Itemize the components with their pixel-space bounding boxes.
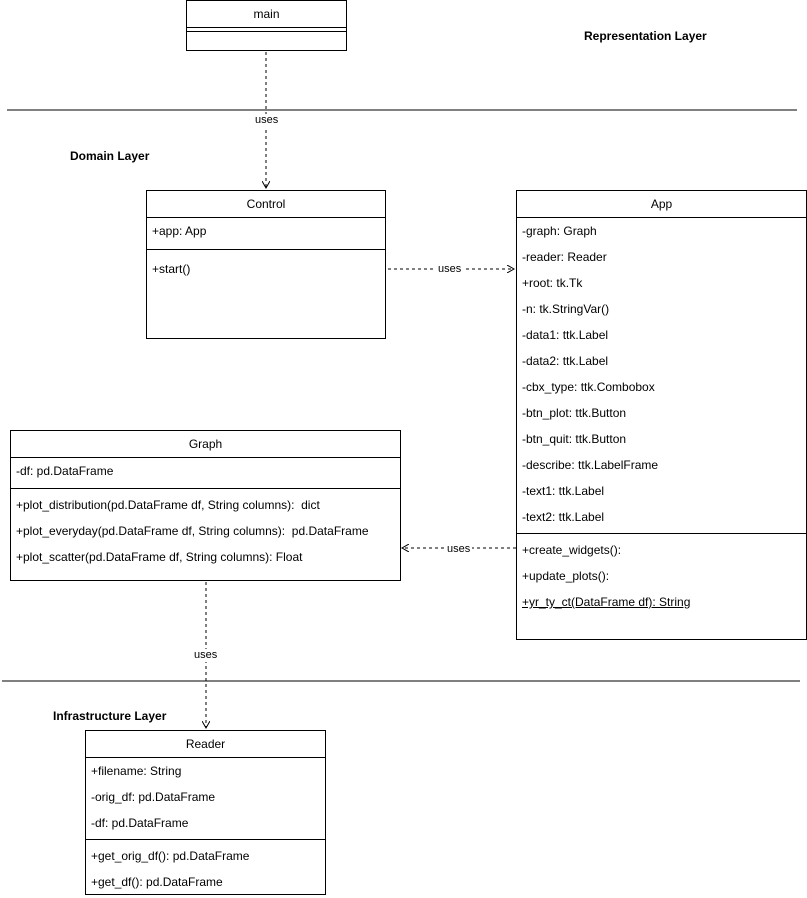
class-control-methods: +start() [147,250,385,282]
class-graph-method: +plot_scatter(pd.DataFrame df, String co… [16,550,303,564]
class-graph-attributes: -df: pd.DataFrame [11,458,400,489]
class-control-attribute: +app: App [152,224,207,238]
edge-label-graph-reader: uses [192,649,220,662]
class-app-method-static: +yr_ty_ct(DataFrame df): String [522,595,691,609]
class-reader-methods: +get_orig_df(): pd.DataFrame +get_df(): … [86,840,325,895]
class-app-attribute: -text2: ttk.Label [522,510,605,524]
class-reader-attribute: -orig_df: pd.DataFrame [91,790,216,804]
infrastructure-layer-label: Infrastructure Layer [53,709,167,723]
class-app-attribute: +root: tk.Tk [522,276,583,290]
class-main-title: main [187,1,346,28]
class-app-attribute: -cbx_type: ttk.Combobox [522,380,655,394]
class-app-attribute: -n: tk.StringVar() [522,302,610,316]
class-reader-method: +get_df(): pd.DataFrame [91,875,223,889]
class-app-attribute: -data2: ttk.Label [522,354,609,368]
class-app-attribute: -reader: Reader [522,250,607,264]
edge-label-app-graph: uses [445,543,473,556]
class-app-attribute: -btn_plot: ttk.Button [522,406,627,420]
class-app-title: App [517,191,806,218]
class-control[interactable]: Control +app: App +start() [146,190,386,339]
class-app-method: +update_plots(): [522,569,610,583]
class-main[interactable]: main [186,0,347,51]
class-graph-methods: +plot_distribution(pd.DataFrame df, Stri… [11,489,400,570]
class-app-attribute: -describe: ttk.LabelFrame [522,458,659,472]
class-reader[interactable]: Reader +filename: String -orig_df: pd.Da… [85,730,326,895]
class-app-attribute: -data1: ttk.Label [522,328,609,342]
edge-label-control-app: uses [436,263,464,276]
edge-label-main-control: uses [253,114,281,127]
class-app-attribute: -btn_quit: ttk.Button [522,432,627,446]
class-app[interactable]: App -graph: Graph -reader: Reader +root:… [516,190,807,640]
class-control-title: Control [147,191,385,218]
class-app-attribute: -graph: Graph [522,224,597,238]
class-graph-method: +plot_everyday(pd.DataFrame df, String c… [16,524,369,538]
class-graph-title: Graph [11,431,400,458]
class-graph[interactable]: Graph -df: pd.DataFrame +plot_distributi… [10,430,401,581]
class-app-methods: +create_widgets(): +update_plots(): +yr_… [517,534,806,615]
class-control-attributes: +app: App [147,218,385,250]
class-app-attribute: -text1: ttk.Label [522,484,605,498]
class-main-separator [187,28,346,32]
class-app-method: +create_widgets(): [522,543,622,557]
class-graph-attribute: -df: pd.DataFrame [16,464,114,478]
class-control-method: +start() [152,262,191,276]
class-reader-title: Reader [86,731,325,758]
domain-layer-label: Domain Layer [70,149,150,163]
class-reader-attribute: -df: pd.DataFrame [91,816,189,830]
class-graph-method: +plot_distribution(pd.DataFrame df, Stri… [16,498,320,512]
representation-layer-label: Representation Layer [584,29,707,43]
class-reader-attributes: +filename: String -orig_df: pd.DataFrame… [86,758,325,840]
class-reader-attribute: +filename: String [91,764,182,778]
class-app-attributes: -graph: Graph -reader: Reader +root: tk.… [517,218,806,534]
class-reader-method: +get_orig_df(): pd.DataFrame [91,849,250,863]
